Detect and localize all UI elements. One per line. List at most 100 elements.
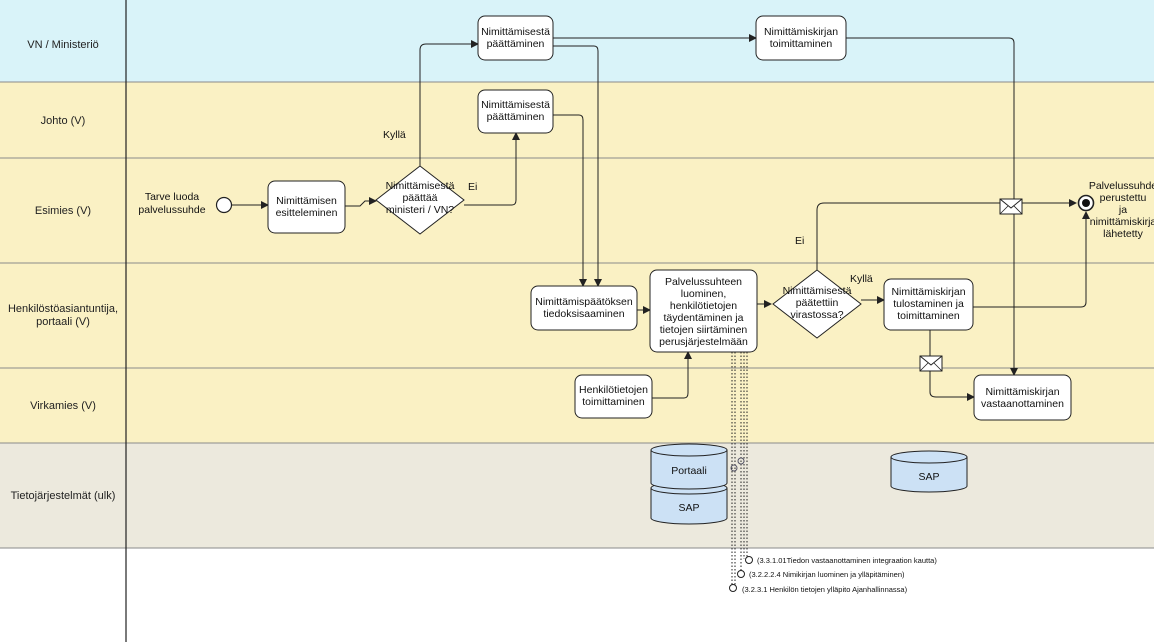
gateway-line: Nimittämisestä — [386, 180, 455, 192]
reference-marker — [730, 464, 738, 472]
datastore-sap-2[interactable]: SAP — [890, 450, 968, 493]
reference-text: (3.3.1.01Tiedon vastaanottaminen integra… — [757, 556, 937, 565]
task-line: henkilötietojen — [670, 300, 737, 312]
lane-johto — [0, 82, 1154, 158]
edge-print-receive — [929, 330, 975, 401]
task-line: päättäminen — [487, 38, 545, 50]
task-line: tiedoksisaaminen — [543, 308, 624, 320]
gateway-line: ministeri / VN? — [386, 204, 454, 216]
task-line: esitteleminen — [276, 207, 338, 219]
task-line: toimittaminen — [897, 310, 960, 322]
task-line: Nimittämisestä — [481, 26, 550, 38]
reference-link-2[interactable]: (3.2.2.2.4 Nimikirjan luominen ja ylläpi… — [737, 570, 905, 579]
task-line: vastaanottaminen — [981, 398, 1064, 410]
gateway-line: virastossa? — [790, 309, 843, 321]
gateway-line: päätettiin — [796, 297, 839, 309]
task-line: Nimittämiskirjan — [764, 26, 838, 38]
datastore-label: SAP — [678, 502, 699, 514]
reference-link-1[interactable]: (3.3.1.01Tiedon vastaanottaminen integra… — [745, 556, 938, 565]
start-event[interactable] — [215, 196, 233, 214]
edge-vndeliver-receive — [846, 37, 1018, 376]
task-line: Nimittämisen — [276, 195, 337, 207]
task-line: luominen, — [681, 288, 727, 300]
lane-label-johto: Johto (V) — [41, 115, 86, 127]
edge-johto-hr — [553, 114, 587, 287]
edge-label-g2-no: Ei — [795, 235, 804, 247]
reference-marker — [737, 457, 745, 465]
task-line: täydentäminen ja — [664, 312, 744, 324]
end-label-line: Palvelussuhde — [1089, 180, 1154, 192]
task-line: toimittaminen — [582, 396, 645, 408]
message-icon — [999, 198, 1023, 215]
lane-label-esimies: Esimies (V) — [35, 205, 91, 217]
edge-print-end — [973, 211, 1090, 308]
task-line: Palvelussuhteen — [665, 276, 742, 288]
reference-text: (3.2.2.2.4 Nimikirjan luominen ja ylläpi… — [749, 570, 905, 579]
edge-label-g1-yes: Kyllä — [383, 129, 406, 141]
task-line: tietojen siirtäminen — [660, 324, 748, 336]
lane-label-hr: Henkilöstöasiantuntija,portaali (V) — [8, 303, 118, 328]
edge-vn-hr — [553, 45, 602, 287]
task-line: Nimittämiskirjan — [985, 386, 1059, 398]
edge-propose-g1 — [345, 197, 377, 207]
task-line: Nimittämisestä — [481, 99, 550, 111]
task-line: toimittaminen — [770, 38, 833, 50]
datastore-portaali[interactable]: Portaali — [650, 443, 728, 490]
end-event-core — [1082, 199, 1090, 207]
lane-label-systems: Tietojärjestelmät (ulk) — [11, 490, 116, 502]
reference-link-3[interactable]: (3.2.3.1 Henkilön tietojen ylläpito Ajan… — [729, 584, 908, 595]
end-label-line: nimittämiskirja — [1090, 216, 1154, 228]
edge-label-g1-no: Ei — [468, 181, 477, 193]
gateway-line: päättää — [402, 192, 437, 204]
task-line: Nimittämispäätöksen — [535, 296, 633, 308]
datastore-label: Portaali — [671, 465, 707, 477]
gateway-line: Nimittämisestä — [783, 285, 852, 297]
lane-esimies — [0, 158, 1154, 263]
start-label-line: Tarve luoda — [145, 191, 199, 203]
datastore-label: SAP — [918, 471, 939, 483]
edge-g1-johto — [464, 132, 520, 206]
message-icon — [919, 355, 943, 372]
reference-text: (3.2.3.1 Henkilön tietojen ylläpito Ajan… — [742, 585, 908, 594]
task-line: Nimittämiskirjan — [891, 286, 965, 298]
task-line: perusjärjestelmään — [659, 336, 748, 348]
lane-label-virkamies: Virkamies (V) — [30, 400, 96, 412]
lane-vn — [0, 0, 1154, 82]
edge-g2-end — [816, 199, 1077, 270]
lane-label-hr-line: portaali (V) — [36, 316, 90, 328]
lane-label-hr-line: Henkilöstöasiantuntija, — [8, 303, 118, 315]
task-line: päättäminen — [487, 111, 545, 123]
edge-label-g2-yes: Kyllä — [850, 273, 873, 285]
task-line: Henkilötietojen — [579, 384, 648, 396]
lane-label-vn: VN / Ministeriö — [27, 39, 99, 51]
edge-empdeliver-create — [652, 351, 692, 399]
end-label-line: ja — [1118, 204, 1127, 216]
end-label-line: lähetetty — [1103, 228, 1143, 240]
end-label-line: perustettu — [1100, 192, 1147, 204]
